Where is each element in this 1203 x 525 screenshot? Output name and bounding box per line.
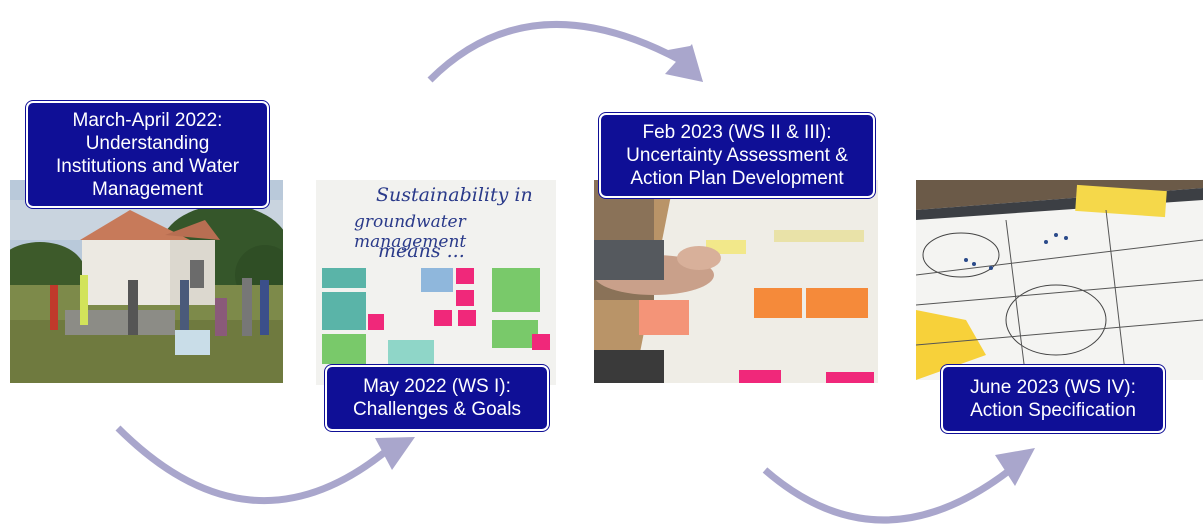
stage-label-june-2023: June 2023 (WS IV): Action Specification	[941, 365, 1165, 433]
stage-4-line-1: June 2023 (WS IV):	[970, 377, 1136, 398]
sticky-note	[532, 334, 550, 350]
stage-label-may-2022: May 2022 (WS I): Challenges & Goals	[325, 365, 549, 431]
stage-1-line-1: March-April 2022:	[72, 109, 223, 131]
stage-label-feb-2023: Feb 2023 (WS II & III): Uncertainty Asse…	[599, 113, 875, 198]
stage-2-line-2: Challenges & Goals	[353, 399, 521, 420]
photo-workshop-table	[594, 180, 878, 383]
arrow-1-to-2	[115, 425, 388, 504]
sticky-note	[434, 310, 452, 326]
sticky-note	[368, 314, 384, 330]
sticky-note	[492, 320, 538, 348]
sticky-note	[456, 268, 474, 284]
sticky-note	[322, 292, 366, 330]
photo-whiteboard: Sustainability in groundwater management…	[316, 180, 556, 385]
whiteboard-line-2: groundwater management	[354, 212, 467, 252]
whiteboard-line-3: means ...	[378, 240, 465, 262]
photo-planning-sheet	[916, 180, 1203, 380]
sticky-note	[458, 310, 476, 326]
sticky-note	[322, 268, 366, 288]
sticky-note	[322, 334, 366, 364]
stage-2-line-1: May 2022 (WS I):	[363, 376, 511, 397]
stage-3-line-1: Feb 2023 (WS II & III):	[642, 122, 832, 143]
arrow-3-to-4-head	[995, 448, 1035, 486]
stage-1-line-4: Management	[92, 178, 203, 200]
stage-3-line-2: Uncertainty Assessment &	[626, 145, 848, 166]
stage-label-march-april-2022: March-April 2022: Understanding Institut…	[26, 101, 269, 208]
photo-field-visit	[10, 180, 283, 383]
sticky-note	[388, 340, 434, 366]
arrow-1-to-2-head	[375, 437, 415, 470]
whiteboard-line-1: Sustainability in	[376, 184, 533, 206]
arrow-3-to-4	[762, 467, 1013, 524]
stage-1-line-2: Understanding	[85, 132, 210, 154]
sticky-note	[421, 268, 453, 292]
sticky-note	[456, 290, 474, 306]
stage-1-line-3: Institutions and Water	[55, 155, 240, 177]
stage-3-line-3: Action Plan Development	[630, 168, 844, 189]
stage-4-line-2: Action Specification	[970, 400, 1136, 421]
sticky-note	[492, 268, 540, 312]
arrow-2-to-3	[427, 20, 682, 83]
